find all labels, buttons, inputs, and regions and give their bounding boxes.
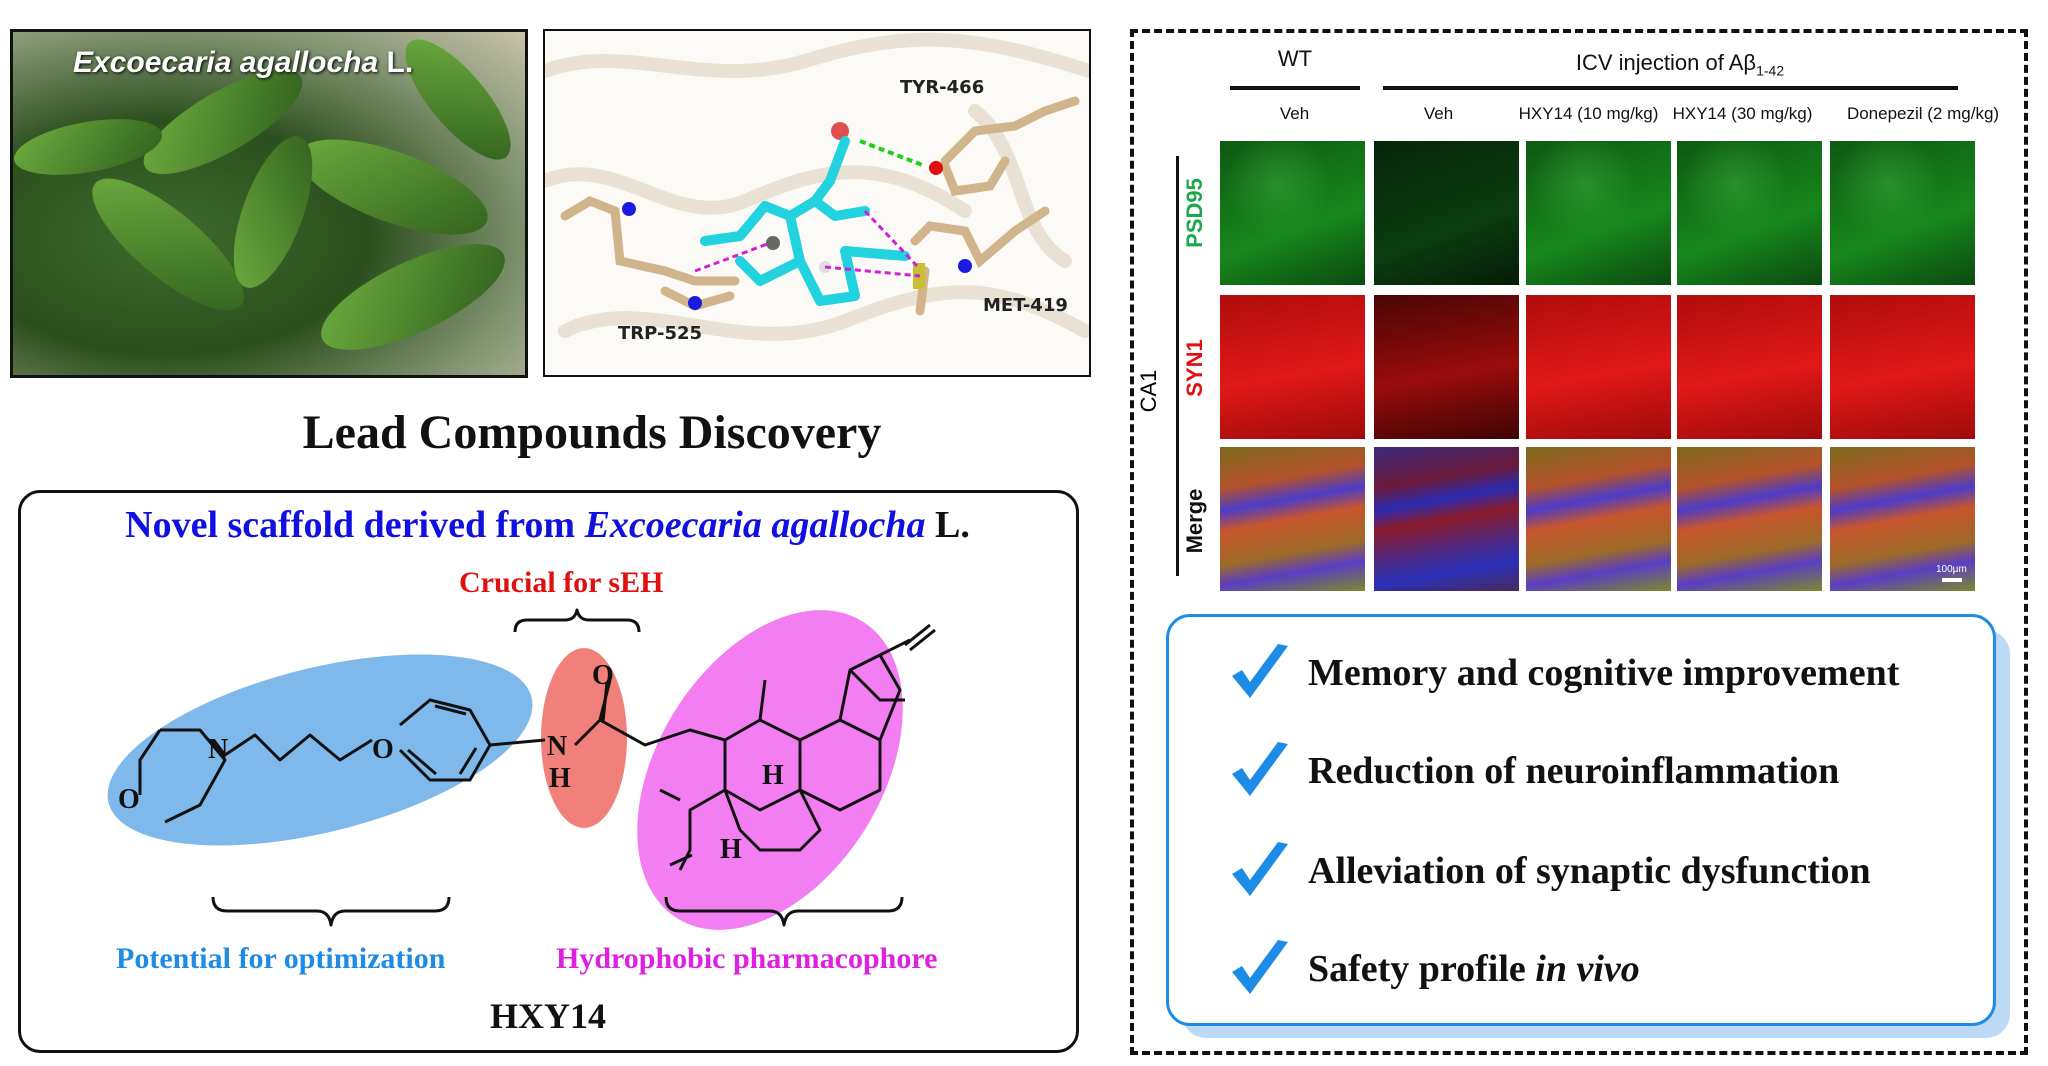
image-syn1-abeta-veh	[1374, 295, 1519, 439]
region-bracket	[1176, 156, 1179, 576]
scaffold-panel	[18, 490, 1079, 1053]
outcome-item: Safety profile in vivo	[1228, 938, 1640, 1000]
outcome-item: Reduction of neuroinflammation	[1228, 740, 1839, 802]
residue-label-tyr466: TYR-466	[900, 77, 985, 98]
checkmark-icon	[1232, 644, 1288, 698]
scale-bar-label: 100μm	[1936, 564, 1967, 575]
checkmark-icon	[1232, 842, 1288, 896]
optimization-region-highlight	[107, 654, 533, 846]
image-psd95-hxy14-30	[1677, 141, 1822, 285]
scale-bar	[1942, 578, 1962, 582]
plant-photo: Excoecaria agallocha L.	[10, 29, 528, 378]
species-caption: Excoecaria agallocha L.	[73, 46, 414, 79]
crucial-for-seh-label: Crucial for sEH	[459, 566, 664, 599]
image-psd95-wt-veh	[1220, 141, 1365, 285]
morpholine-o-atom: O	[118, 784, 140, 815]
image-psd95-donepezil	[1830, 141, 1975, 285]
image-syn1-wt-veh	[1220, 295, 1365, 439]
column-label: HXY14 (30 mg/kg)	[1672, 104, 1813, 123]
brace-pharmacophore	[664, 896, 904, 927]
pharmacophore-label: Hydrophobic pharmacophore	[556, 942, 938, 975]
outcomes-panel	[1166, 614, 1996, 1026]
column-label: Veh	[1279, 104, 1310, 123]
image-merge-hxy14-10	[1526, 447, 1671, 591]
amide-n-atom: N	[547, 731, 567, 762]
row-label-syn1: SYN1	[1182, 339, 1207, 397]
checkmark-icon	[1232, 742, 1288, 796]
outcome-item: Alleviation of synaptic dysfunction	[1228, 840, 1871, 902]
group-icv-label: ICV injection of Aβ1-42	[1575, 50, 1785, 79]
lead-compounds-title: Lead Compounds Discovery	[302, 406, 882, 459]
morpholine-n-atom: N	[208, 734, 228, 765]
ring-h-atom-2: H	[720, 834, 742, 865]
image-merge-abeta-veh	[1374, 447, 1519, 591]
compound-name: HXY14	[490, 996, 606, 1036]
scaffold-title: Novel scaffold derived from Excoecaria a…	[125, 504, 970, 546]
image-syn1-donepezil	[1830, 295, 1975, 439]
column-label: HXY14 (10 mg/kg)	[1518, 104, 1659, 123]
ring-h-atom-1: H	[762, 760, 784, 791]
residue-label-met419: MET-419	[983, 295, 1068, 316]
column-label: Donepezil (2 mg/kg)	[1846, 104, 2000, 123]
optimization-label: Potential for optimization	[116, 942, 446, 975]
brace-crucial	[513, 608, 641, 633]
outcome-item: Memory and cognitive improvement	[1228, 642, 1899, 704]
image-merge-donepezil	[1830, 447, 1975, 591]
carbonyl-o-atom: O	[592, 660, 614, 691]
checkmark-icon	[1232, 940, 1288, 994]
image-psd95-hxy14-10	[1526, 141, 1671, 285]
row-label-merge: Merge	[1182, 488, 1207, 554]
in-vivo-panel	[1130, 29, 2028, 1055]
wt-divider	[1230, 86, 1360, 90]
docking-image: TYR-466 MET-419 TRP-525	[543, 29, 1091, 377]
row-label-psd95: PSD95	[1182, 178, 1207, 248]
column-label: Veh	[1423, 104, 1454, 123]
pharmacophore-region-highlight	[637, 610, 903, 930]
image-merge-hxy14-30	[1677, 447, 1822, 591]
image-syn1-hxy14-10	[1526, 295, 1671, 439]
hxy14-structure: N O O N H O H H	[107, 608, 936, 930]
amide-h-atom: H	[549, 763, 571, 794]
residue-label-trp525: TRP-525	[618, 323, 703, 344]
icv-divider	[1383, 86, 1958, 90]
brace-optimization	[211, 896, 451, 927]
ether-o-atom: O	[372, 734, 394, 765]
image-psd95-abeta-veh	[1374, 141, 1519, 285]
region-label: CA1	[1136, 369, 1161, 413]
image-merge-wt-veh	[1220, 447, 1365, 591]
image-syn1-hxy14-30	[1677, 295, 1822, 439]
docking-illustration	[545, 32, 1089, 341]
group-wt-label: WT	[1277, 46, 1313, 71]
